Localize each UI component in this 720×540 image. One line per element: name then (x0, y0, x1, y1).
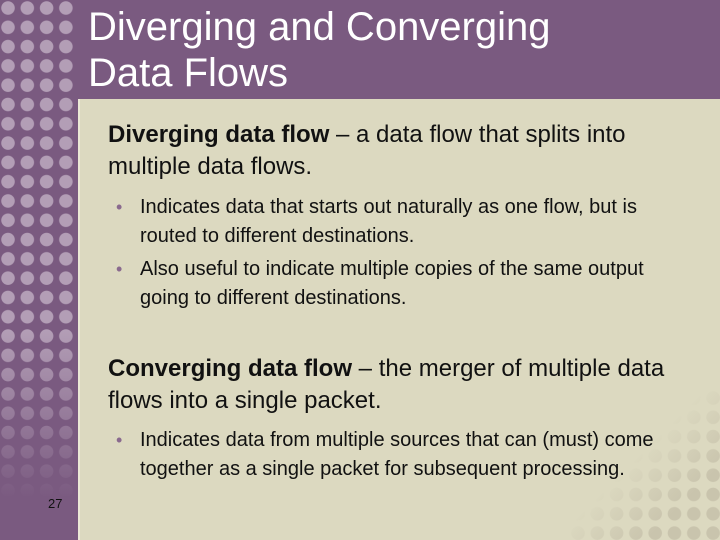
bullet-text: Also useful to indicate multiple copies … (140, 258, 644, 309)
slide-content-area: Diverging data flow – a data flow that s… (78, 99, 720, 540)
diverging-definition: Diverging data flow – a data flow that s… (108, 119, 708, 183)
converging-term: Converging data flow (108, 355, 353, 382)
page-number: 27 (48, 496, 63, 511)
slide-title-line-2: Data Flows (88, 51, 289, 95)
bullet-icon: • (116, 259, 123, 279)
diverging-term: Diverging data flow (108, 121, 330, 148)
converging-definition: Converging data flow – the merger of mul… (108, 353, 708, 417)
bullet-text: Indicates data from multiple sources tha… (140, 429, 654, 480)
list-item: • Indicates data from multiple sources th… (116, 426, 676, 484)
dot-pattern-fade (0, 330, 78, 540)
list-item: • Also useful to indicate multiple copies… (116, 255, 676, 313)
converging-bullet-list: • Indicates data from multiple sources th… (116, 426, 676, 488)
diverging-definition-text: – a data flow that splits into multiple … (108, 121, 626, 180)
decorative-dot-pattern-right (570, 390, 720, 540)
slide-title-line-1: Diverging and Converging (88, 5, 551, 49)
converging-definition-text: – the merger of multiple data flows into… (108, 355, 665, 414)
title-bar (78, 0, 720, 98)
diverging-bullet-list: • Indicates data that starts out naturall… (116, 193, 676, 317)
slide-title: Diverging and Converging Data Flows (88, 4, 698, 96)
bullet-icon: • (116, 197, 123, 217)
list-item: • Indicates data that starts out naturall… (116, 193, 676, 251)
bullet-text: Indicates data that starts out naturally… (140, 196, 637, 247)
bullet-icon: • (116, 430, 123, 450)
